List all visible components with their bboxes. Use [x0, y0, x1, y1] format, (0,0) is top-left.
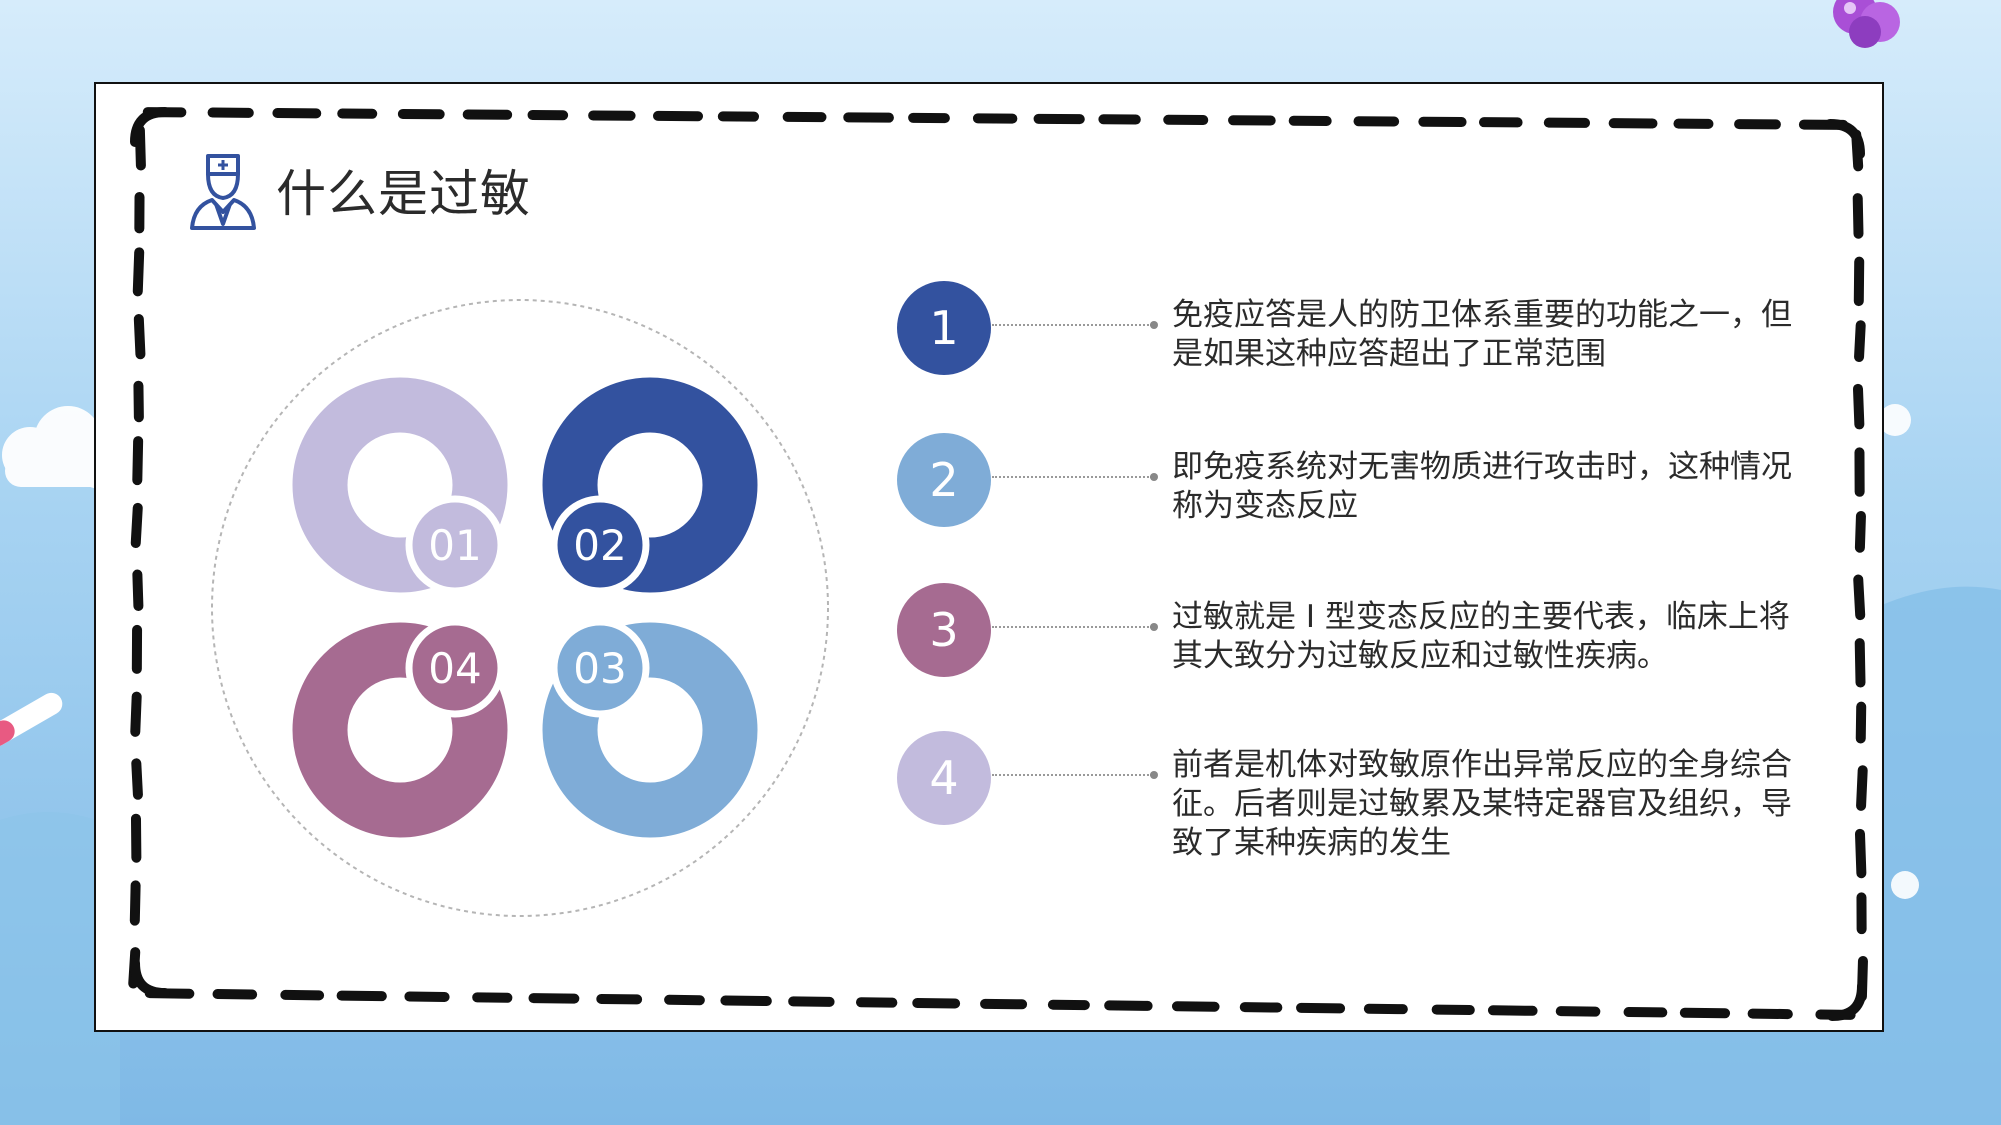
doctor-icon	[186, 150, 260, 230]
item-number-1: 1	[897, 281, 991, 375]
segment-label: 03	[573, 644, 626, 693]
cloud-left	[2, 406, 124, 489]
title-area: 什么是过敏	[186, 150, 531, 230]
segment-badge	[405, 495, 505, 595]
donut-segment-02	[542, 377, 758, 593]
leader-dot	[1150, 623, 1158, 631]
candy-decoration	[1833, 0, 1900, 48]
item-description: 前者是机体对致敏原作出异常反应的全身综合征。后者则是过敏累及某特定器官及组织，导…	[1172, 747, 1792, 861]
item-description: 过敏就是 I 型变态反应的主要代表，临床上将其大致分为过敏反应和过敏性疾病。	[1172, 599, 1790, 674]
cloud-right	[1879, 404, 1919, 899]
leader-line	[992, 476, 1152, 478]
leader-dot	[1150, 473, 1158, 481]
page-title: 什么是过敏	[276, 165, 531, 223]
item-description: 免疫应答是人的防卫体系重要的功能之一，但是如果这种应答超出了正常范围	[1172, 297, 1792, 372]
item-number-3: 3	[897, 583, 991, 677]
donut-segment-03	[542, 622, 758, 838]
donut-cluster: 01 02 03 04	[211, 299, 829, 917]
item-number-2: 2	[897, 433, 991, 527]
thermometer-decoration	[0, 692, 63, 747]
leader-dot	[1150, 321, 1158, 329]
donut-segment-04	[292, 622, 508, 838]
segment-badge	[550, 618, 650, 718]
leader-line	[992, 626, 1152, 628]
item-number-4: 4	[897, 731, 991, 825]
segment-badge	[550, 495, 650, 595]
segment-label: 01	[428, 521, 481, 570]
leader-line	[992, 324, 1152, 326]
donut-segment-01	[292, 377, 508, 593]
outer-circle	[211, 299, 829, 917]
item-description: 即免疫系统对无害物质进行攻击时，这种情况称为变态反应	[1172, 449, 1792, 524]
segment-label: 04	[428, 644, 481, 693]
segment-label: 02	[573, 521, 626, 570]
leader-line	[992, 774, 1152, 776]
segment-badge	[405, 618, 505, 718]
leader-dot	[1150, 771, 1158, 779]
